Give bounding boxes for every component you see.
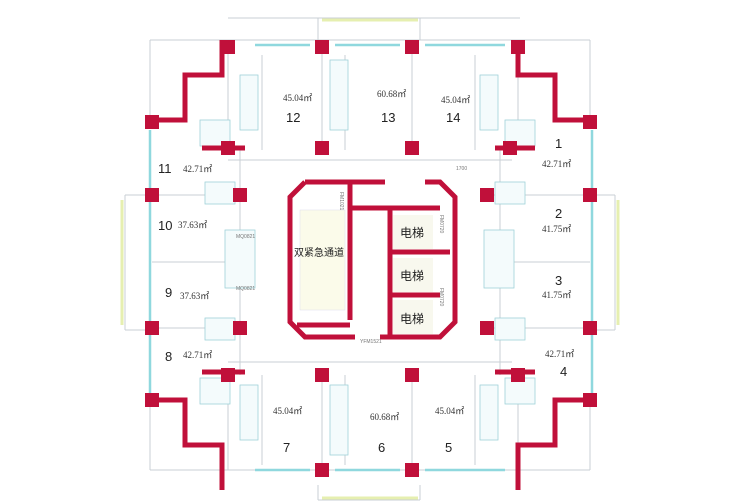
column: [145, 115, 159, 129]
room-2: 2 41.75㎡: [542, 206, 571, 234]
room-area: 60.68㎡: [370, 412, 399, 422]
door-tag: MQ0821: [236, 286, 255, 292]
door-tag: FM0720: [438, 288, 444, 307]
room-9: 9 37.63㎡: [165, 285, 209, 301]
door-tag: YFM1521: [360, 339, 382, 345]
column: [221, 368, 235, 382]
room-area: 37.63㎡: [180, 291, 209, 301]
door-tag: FM1021: [338, 192, 344, 211]
room-number: 4: [560, 364, 567, 379]
room-area: 42.71㎡: [183, 164, 212, 174]
room-10: 10 37.63㎡: [158, 218, 207, 233]
room-area: 42.71㎡: [183, 350, 212, 360]
room-number: 5: [445, 440, 452, 455]
room-area: 42.71㎡: [542, 159, 571, 169]
room-5: 5 45.04㎡: [435, 406, 464, 455]
room-area: 41.75㎡: [542, 290, 571, 300]
room-8: 8 42.71㎡: [165, 349, 212, 364]
dimension-label: 1700: [456, 166, 467, 172]
room-number: 8: [165, 349, 172, 364]
room-number: 2: [555, 206, 562, 221]
bathroom-fixtures: [199, 59, 536, 456]
column: [511, 368, 525, 382]
emergency-stair-label: 双紧急通道: [294, 246, 344, 259]
room-area: 45.04㎡: [273, 406, 302, 416]
column: [583, 321, 597, 335]
column: [480, 188, 494, 202]
room-12: 12 45.04㎡: [283, 93, 312, 125]
elevator-label: 电梯: [400, 226, 424, 240]
column: [315, 368, 329, 382]
room-area: 45.04㎡: [435, 406, 464, 416]
room-number: 10: [158, 218, 172, 233]
columns: [145, 40, 597, 477]
room-3: 3 41.75㎡: [542, 273, 571, 300]
partition-lines: [124, 17, 616, 501]
column: [233, 321, 247, 335]
column: [315, 463, 329, 477]
column: [405, 40, 419, 54]
room-14: 14 45.04㎡: [441, 95, 470, 125]
room-number: 3: [555, 273, 562, 288]
room-7: 7 45.04㎡: [273, 406, 302, 455]
column: [405, 141, 419, 155]
column: [221, 40, 235, 54]
column: [503, 141, 517, 155]
windows: [120, 18, 620, 500]
room-labels: 1 42.71㎡ 2 41.75㎡ 3 41.75㎡ 4 42.71㎡ 5 45.04㎡ 6 60.6…: [158, 89, 574, 455]
room-4: 4 42.71㎡: [545, 349, 574, 379]
column: [480, 321, 494, 335]
room-area: 45.04㎡: [283, 93, 312, 103]
room-area: 42.71㎡: [545, 349, 574, 359]
room-number: 1: [555, 136, 562, 151]
column: [145, 188, 159, 202]
door-tag: MQ0821: [236, 234, 255, 240]
room-13: 13 60.68㎡: [377, 89, 406, 125]
column: [145, 321, 159, 335]
room-number: 11: [158, 161, 172, 176]
column: [583, 115, 597, 129]
core: 双紧急通道 电梯 电梯 电梯 FM1021 FM0720 FM0720 YFM1…: [287, 179, 458, 345]
room-1: 1 42.71㎡: [542, 136, 571, 169]
room-number: 6: [378, 440, 385, 455]
room-11: 11 42.71㎡: [158, 161, 212, 176]
room-number: 13: [381, 110, 395, 125]
room-number: 7: [283, 440, 290, 455]
column: [315, 141, 329, 155]
column: [511, 40, 525, 54]
room-area: 41.75㎡: [542, 224, 571, 234]
room-number: 12: [286, 110, 300, 125]
room-6: 6 60.68㎡: [370, 412, 399, 455]
elevator-label: 电梯: [400, 269, 424, 283]
room-number: 14: [446, 110, 460, 125]
room-area: 45.04㎡: [441, 95, 470, 105]
column: [583, 393, 597, 407]
structural-walls: [145, 40, 595, 490]
room-area: 60.68㎡: [377, 89, 406, 99]
column: [583, 188, 597, 202]
column: [233, 188, 247, 202]
column: [405, 463, 419, 477]
door-tag: FM0720: [438, 215, 444, 234]
room-number: 9: [165, 285, 172, 300]
column: [315, 40, 329, 54]
column: [405, 368, 419, 382]
elevator-label: 电梯: [400, 312, 424, 326]
room-area: 37.63㎡: [178, 220, 207, 230]
column: [145, 393, 159, 407]
column: [221, 141, 235, 155]
